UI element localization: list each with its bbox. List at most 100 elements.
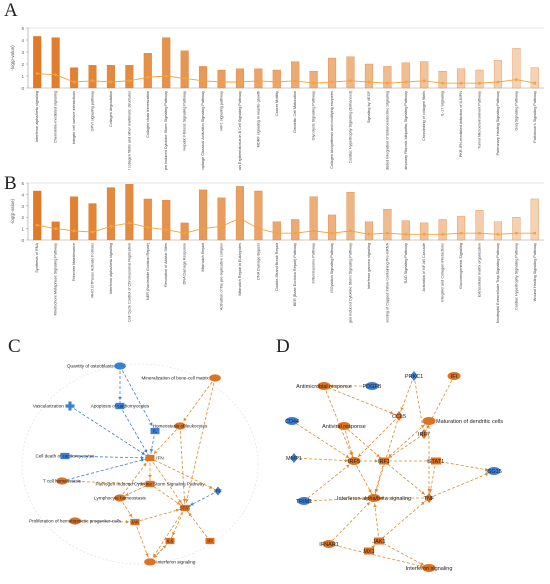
edge (64, 455, 151, 459)
edge-arrow (420, 490, 425, 495)
x-tick-label: Cell Cycle Control of Chromosomal Replic… (127, 243, 131, 322)
ratio-point (367, 232, 371, 236)
node-irf (214, 486, 222, 496)
edge-arrow (364, 496, 369, 501)
node-label: Lymphocyte homeostasis (94, 496, 146, 501)
x-tick-label: Collagen chain trimerization (146, 91, 150, 138)
bar (346, 191, 355, 241)
edge (119, 405, 151, 459)
node-irf7 (420, 429, 428, 439)
edge (184, 377, 216, 509)
x-tick-label: Activation of the pre-replicative comple… (220, 243, 224, 310)
edge-arrow (172, 532, 176, 536)
node-proliferation-of-hematopoietic-progenitor-cells (69, 517, 81, 525)
bar (493, 221, 502, 241)
edge (149, 507, 186, 563)
x-tick-label: Gαq Signaling Pathway (514, 91, 518, 131)
bar (401, 220, 410, 241)
node-il6 (165, 537, 175, 545)
ratio-point (385, 81, 389, 85)
x-tick-label: Processing of Capped Intron-Containing P… (385, 243, 389, 323)
edge-arrow (125, 492, 129, 496)
edge (423, 375, 455, 435)
node-mx1 (364, 547, 374, 555)
ratio-point (293, 79, 297, 83)
ratio-point (478, 231, 481, 235)
bar (457, 215, 466, 241)
node-label: Pathogen Induced Cytokine Storm Signalin… (95, 482, 205, 487)
x-tick-label: Pathogen Induced Cytokine Storm Signalin… (164, 91, 168, 170)
ratio-point (441, 232, 445, 236)
x-tick-label: NER (Nucleotide Excision Repair) (146, 242, 150, 300)
node-mineralization-of-bone-cell-matrix (209, 374, 221, 382)
ratio-point (164, 228, 168, 232)
node-il (150, 427, 160, 435)
node-label: Antiviral response (322, 424, 366, 430)
x-tick-label: Crosslinking of collagen fibrils (422, 91, 426, 141)
edge-arrow (426, 425, 430, 429)
node-tnf (425, 493, 433, 503)
ratio-point (422, 232, 426, 236)
edge (169, 507, 186, 542)
ratio-point (220, 224, 223, 228)
edge-arrow (389, 410, 394, 415)
x-tick-label: Wound Healing Signaling Pathway (533, 243, 537, 301)
ratio-point (238, 216, 242, 220)
edge-arrow (162, 545, 166, 549)
node-quantity-of-osteoblasts (114, 362, 126, 370)
node-pdgfb (365, 382, 379, 390)
edge (353, 415, 400, 462)
x-tick-label: ISGylation Signaling Pathway (330, 243, 334, 293)
ratio-point (330, 80, 334, 84)
x-tick-label: Hepatic Fibrosis Signaling Pathway (183, 91, 187, 151)
y-tick-label: 5 (21, 181, 24, 186)
bar (180, 50, 189, 89)
bar (199, 189, 208, 241)
bar (254, 190, 263, 241)
edge-arrow (400, 406, 404, 411)
node-apoptosis-of-cardiomyocytes (115, 402, 125, 410)
y-axis-label: -log(p-value) (10, 198, 15, 224)
bar (199, 66, 208, 89)
edge-arrow (149, 448, 154, 453)
bar (106, 187, 115, 241)
ratio-point (441, 81, 445, 85)
edge (378, 540, 430, 569)
node-label: IRF1 (378, 459, 390, 465)
node-jak (130, 518, 140, 526)
x-tick-label: Kinetochore Metaphase Signaling Pathway (54, 243, 58, 316)
node-interferon-signaling (144, 558, 156, 566)
edge-arrow (128, 513, 132, 517)
edge-arrow (427, 459, 430, 463)
node-label: TRIM1 (296, 499, 313, 505)
node-ifi (205, 537, 215, 545)
y-tick-label: 1 (21, 74, 24, 79)
ratio-point (496, 232, 500, 236)
ratio-point (109, 80, 113, 84)
node-mmp1 (290, 453, 298, 463)
x-tick-label: Cardiac Hypertrophy Signaling (Enhanced) (349, 90, 353, 163)
ratio-point (514, 231, 518, 235)
edge (328, 543, 430, 569)
edge-arrow (183, 417, 187, 422)
x-tick-label: Integrins and Collagen Interactions (441, 243, 445, 302)
x-tick-label: Interferon alpha/beta signaling (109, 243, 113, 294)
node-isg15 (487, 467, 501, 475)
x-tick-label: Dendritic Cell Maturation (293, 91, 297, 133)
x-tick-label: Interferon alpha/beta signaling (35, 91, 39, 142)
bar (420, 61, 429, 89)
edge-arrow (125, 520, 130, 524)
panel-label-a: A (4, 0, 18, 21)
edge-arrow (185, 498, 189, 503)
bar (217, 197, 226, 241)
y-tick-label: 0 (21, 238, 24, 243)
x-tick-label: Chemokine-mediated signaling (54, 91, 58, 143)
bar (530, 67, 539, 89)
x-tick-label: Synthesis of RNA (35, 243, 39, 273)
edge-arrow (188, 512, 192, 517)
edge-arrow (349, 451, 354, 456)
bar (493, 60, 502, 89)
bar (162, 199, 171, 241)
edge-arrow (209, 485, 213, 489)
bar (383, 209, 392, 241)
